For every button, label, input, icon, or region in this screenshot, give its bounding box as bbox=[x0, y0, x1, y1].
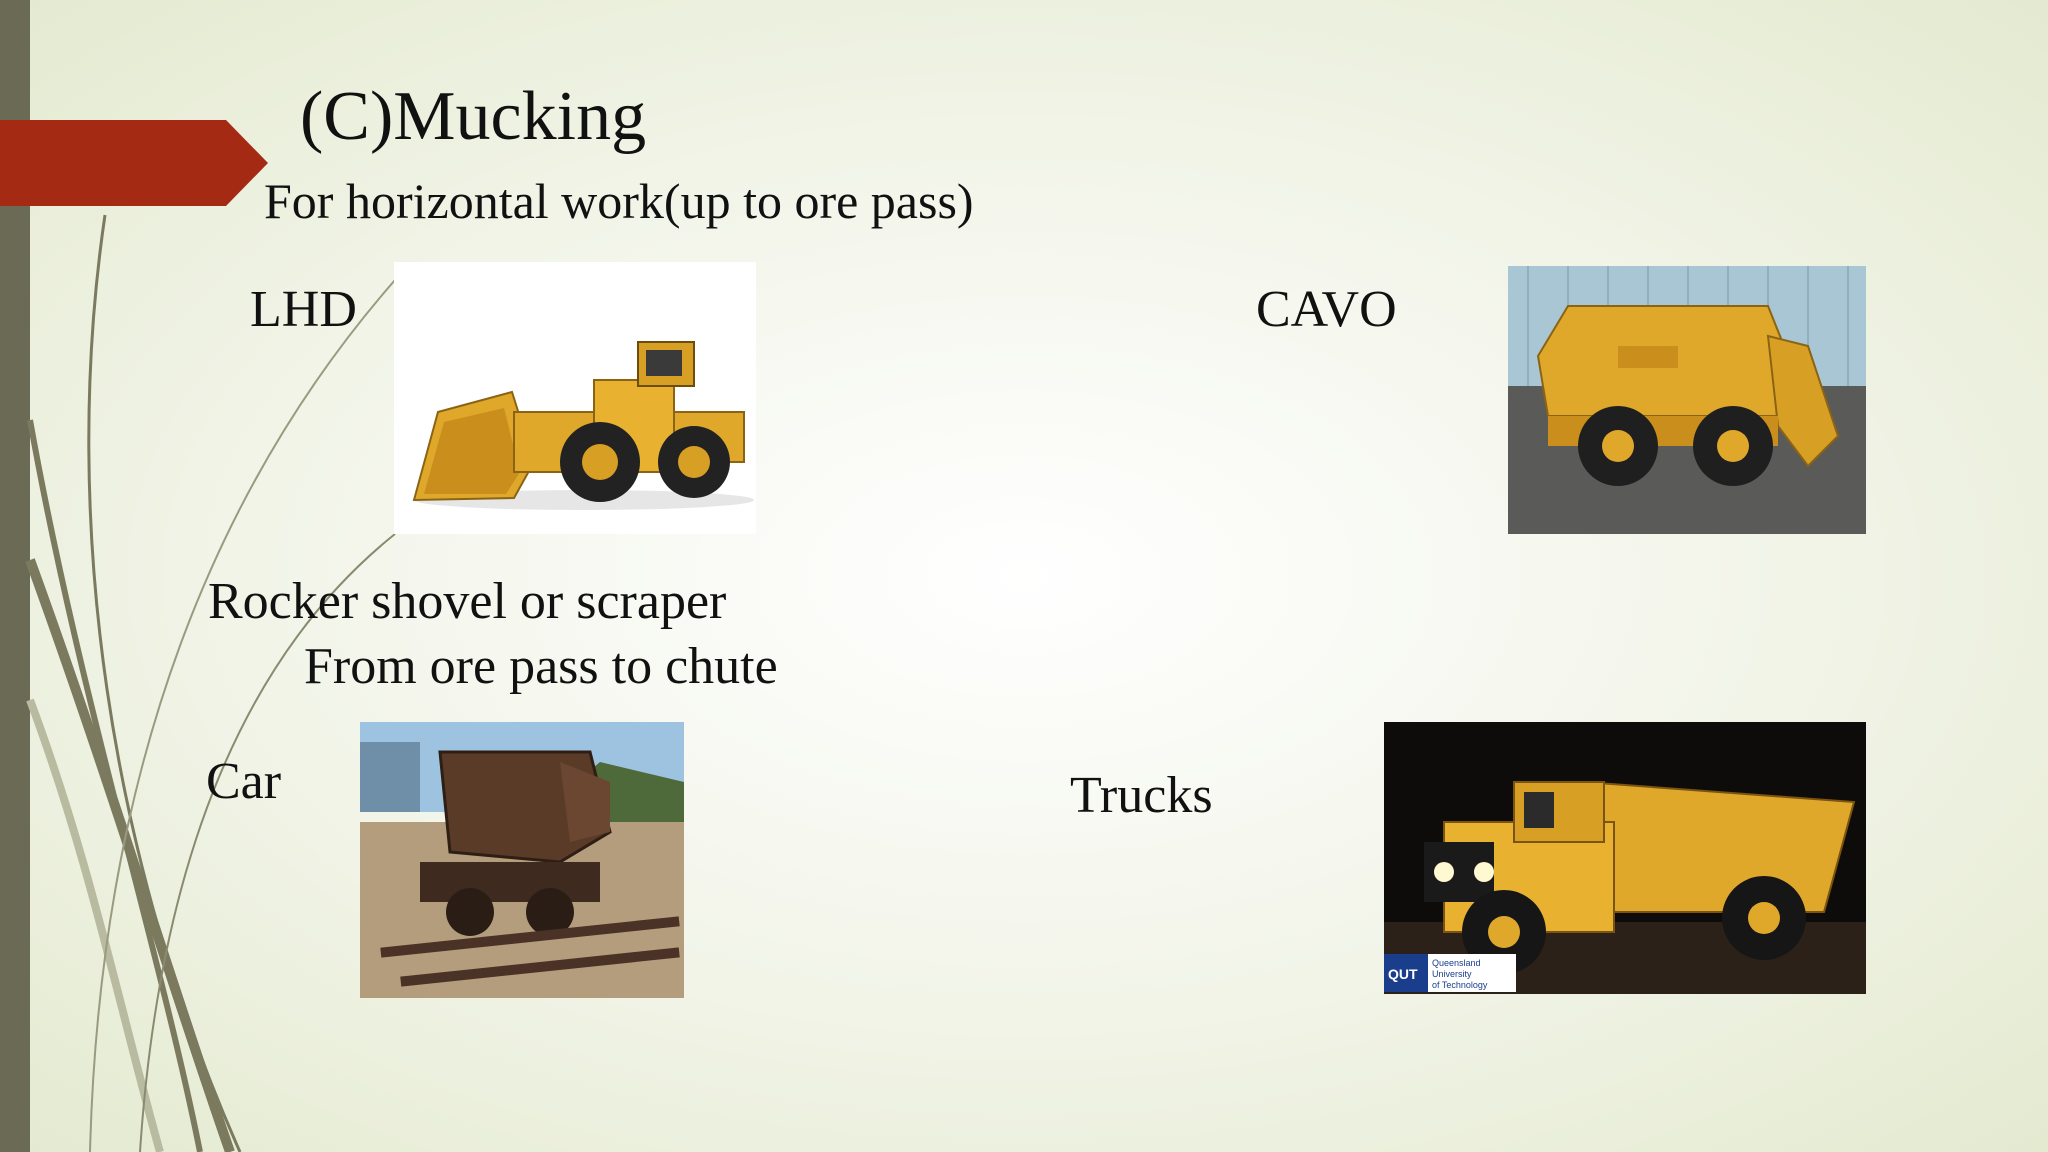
qut-line1: Queensland bbox=[1432, 958, 1481, 968]
label-cavo: CAVO bbox=[1256, 281, 1397, 338]
title-ribbon-arrow bbox=[0, 120, 268, 206]
label-lhd: LHD bbox=[250, 281, 357, 338]
slide-title: (C)Mucking bbox=[300, 78, 647, 155]
qut-watermark: QUT Queensland University of Technology bbox=[1384, 954, 1516, 992]
mine-car-image bbox=[360, 722, 684, 998]
qut-line3: of Technology bbox=[1432, 980, 1488, 990]
underground-truck-image: QUT Queensland University of Technology bbox=[1384, 722, 1866, 994]
label-rocker-shovel: Rocker shovel or scraper bbox=[208, 573, 727, 630]
label-ore-pass-to-chute: From ore pass to chute bbox=[304, 638, 778, 695]
label-trucks: Trucks bbox=[1070, 767, 1213, 824]
qut-line2: University bbox=[1432, 969, 1472, 979]
slide-subtitle: For horizontal work(up to ore pass) bbox=[264, 173, 974, 229]
cavo-image bbox=[1508, 266, 1866, 534]
lhd-loader-image bbox=[394, 262, 756, 534]
qut-logo-text: QUT bbox=[1388, 966, 1418, 982]
label-car: Car bbox=[206, 753, 282, 810]
